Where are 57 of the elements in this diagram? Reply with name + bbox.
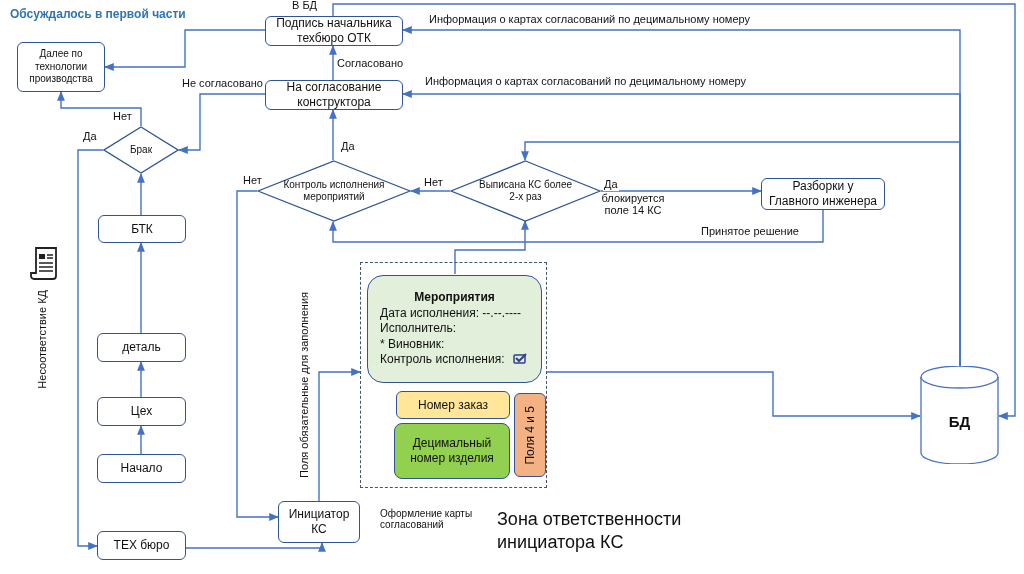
process-box: деталь — [97, 333, 186, 362]
form-line: Контроль исполнения: — [380, 352, 505, 368]
decision-diamond: Выписана КС более 2-х раз — [450, 160, 601, 222]
arrow — [104, 29, 266, 71]
edge-label: Принятое решение — [700, 225, 800, 239]
process-box: Цех — [97, 397, 186, 426]
arrow — [521, 141, 961, 367]
process-box: Номер заказ — [396, 391, 510, 419]
field-box — [514, 393, 546, 477]
form-line: Дата исполнения: --.--.---- — [380, 305, 521, 322]
arrow — [236, 190, 279, 521]
process-box: Начало — [97, 454, 186, 483]
edge-label: Да — [340, 140, 356, 154]
edge-label: Да — [603, 178, 619, 192]
process-box: Инициатор КС — [278, 501, 360, 543]
process-box: На согласование конструктора — [265, 80, 403, 110]
note-text: Несоответствие КД — [36, 290, 48, 389]
box-label: Поля 4 и 5 — [522, 405, 538, 465]
arrow — [137, 173, 145, 216]
arrow — [329, 109, 337, 161]
arrow — [454, 220, 529, 275]
note-text: блокируется поле 14 КС — [600, 192, 666, 216]
note-text: Зона ответственности инициатора КС — [497, 508, 683, 555]
arrow — [77, 149, 104, 550]
form-card — [367, 275, 542, 383]
arrow — [178, 93, 266, 154]
node-caption: Оформление карты согласований — [380, 508, 474, 530]
arrow — [329, 45, 337, 81]
process-box: Далее по технологии производства — [17, 42, 105, 92]
heading: Обсуждалось в первой части — [10, 7, 186, 21]
form-line: * Виновник: — [380, 336, 445, 353]
process-box: Децимальный номер изделия — [394, 423, 510, 479]
arrow — [185, 542, 326, 552]
arrow — [546, 371, 921, 420]
decision-diamond: Брак — [103, 126, 179, 174]
arrow — [137, 242, 145, 334]
arrow — [137, 361, 145, 398]
arrow — [57, 91, 142, 127]
arrow — [318, 368, 361, 502]
edge-label: Да — [82, 130, 98, 144]
process-box: ТЕХ бюро — [97, 531, 186, 560]
arrow — [332, 3, 1016, 420]
arrow — [137, 425, 145, 455]
arrow — [600, 187, 762, 195]
edge-label: Информация о картах согласований по децимальному номеру — [428, 13, 751, 27]
dashed-frame — [360, 262, 547, 488]
card-heading: Мероприятия — [414, 290, 495, 306]
database-cylinder: БД — [920, 366, 999, 464]
arrow — [329, 209, 824, 243]
process-box: Подпись начальника техбюро ОТК — [265, 16, 403, 46]
process-box: Разборки у Главного инженера — [761, 178, 885, 210]
edge-label: Информация о картах согласований по децимальному номеру — [424, 75, 747, 89]
note-text: Поля обязательные для заполнения — [298, 292, 310, 478]
form-line: Исполнитель: — [380, 321, 457, 337]
process-box: БТК — [98, 215, 186, 243]
edge-label: В БД — [291, 0, 319, 13]
arrow — [410, 187, 451, 195]
